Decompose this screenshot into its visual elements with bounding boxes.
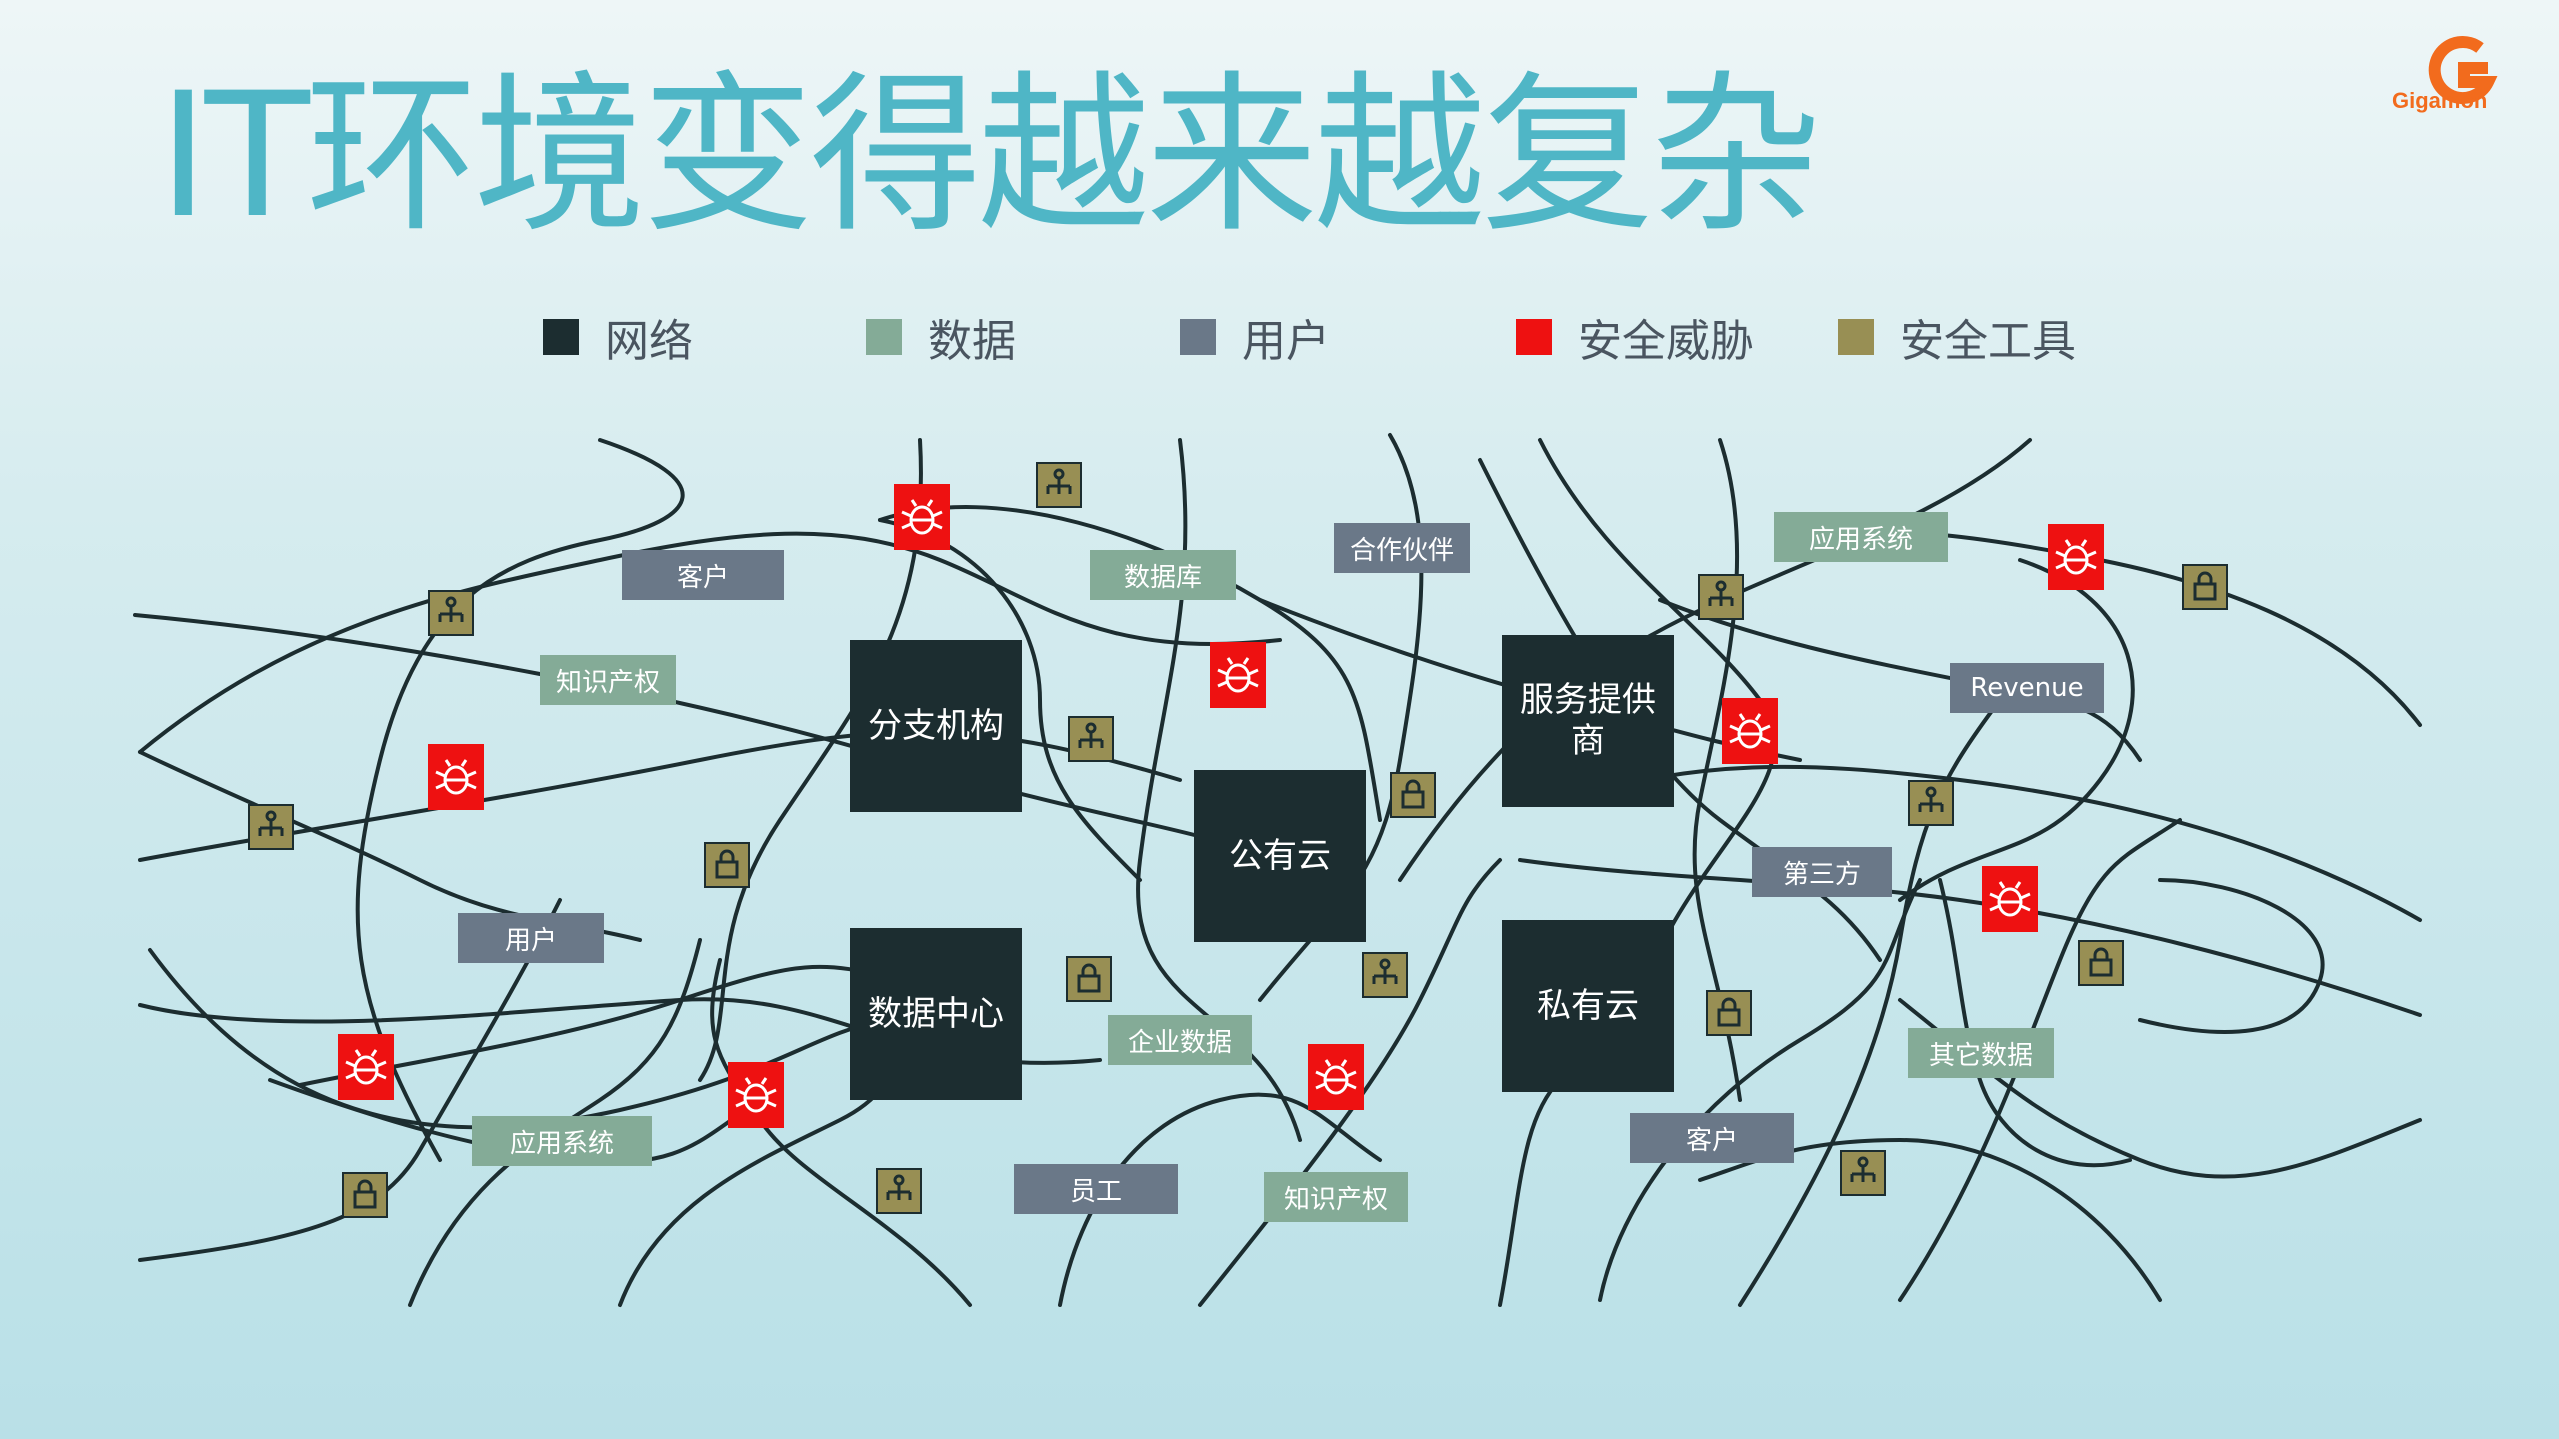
hub-private-cloud: 私有云 (1502, 920, 1674, 1092)
lock-icon (1066, 956, 1112, 1002)
bug-icon (1308, 1044, 1364, 1110)
legend-swatch (1516, 319, 1552, 355)
legend-label: 网络 (605, 316, 693, 367)
network-icon (1362, 952, 1408, 998)
legend-label: 数据 (928, 316, 1016, 367)
legend-swatch (866, 319, 902, 355)
legend-label: 安全威胁 (1578, 316, 1754, 367)
legend-label: 安全工具 (1900, 316, 2076, 367)
network-icon (1036, 462, 1082, 508)
legend-item-data: 数据 (866, 305, 1016, 369)
hub-label: 分支机构 (868, 705, 1004, 746)
network-icon (248, 804, 294, 850)
user-label-partner: 合作伙伴 (1334, 523, 1470, 573)
bug-icon (428, 744, 484, 810)
hub-label: 服务提供商 (1520, 680, 1656, 761)
legend-swatch (1180, 319, 1216, 355)
data-label-database: 数据库 (1090, 550, 1236, 600)
legend-item-users: 用户 (1180, 305, 1330, 369)
bug-icon (894, 484, 950, 550)
network-icon (1908, 780, 1954, 826)
network-icon (876, 1168, 922, 1214)
gigamon-logo (2428, 36, 2498, 104)
network-icon (1068, 716, 1114, 762)
legend-swatch (1838, 319, 1874, 355)
data-label-app-system: 应用系统 (1774, 512, 1948, 562)
user-label-customer: 客户 (1630, 1113, 1794, 1163)
legend-item-threats: 安全威胁 (1516, 305, 1754, 369)
data-label-ip: 知识产权 (540, 655, 676, 705)
bug-icon (1210, 642, 1266, 708)
data-label-app-system: 应用系统 (472, 1116, 652, 1166)
lock-icon (704, 842, 750, 888)
user-label-customer: 客户 (622, 550, 784, 600)
hub-label: 公有云 (1229, 835, 1331, 876)
lock-icon (2078, 940, 2124, 986)
bug-icon (2048, 524, 2104, 590)
hub-public-cloud: 公有云 (1194, 770, 1366, 942)
page-title: IT环境变得越来越复杂 (158, 55, 1822, 256)
network-icon (1698, 574, 1744, 620)
hub-service-provider: 服务提供商 (1502, 635, 1674, 807)
user-label-third-party: 第三方 (1752, 847, 1892, 897)
bug-icon (1722, 698, 1778, 764)
hub-data-center: 数据中心 (850, 928, 1022, 1100)
hub-label: 数据中心 (868, 993, 1004, 1034)
lock-icon (342, 1172, 388, 1218)
data-label-enterprise: 企业数据 (1108, 1015, 1252, 1065)
data-label-other: 其它数据 (1908, 1028, 2054, 1078)
bug-icon (338, 1034, 394, 1100)
lock-icon (1706, 990, 1752, 1036)
data-label-ip: 知识产权 (1264, 1172, 1408, 1222)
legend-item-tools: 安全工具 (1838, 305, 2076, 369)
legend: 网络 数据 用户 安全威胁 安全工具 (0, 305, 2559, 367)
bug-icon (728, 1062, 784, 1128)
bug-icon (1982, 866, 2038, 932)
user-label-employee: 员工 (1014, 1164, 1178, 1214)
lock-icon (1390, 772, 1436, 818)
network-icon (428, 590, 474, 636)
legend-swatch (543, 319, 579, 355)
logo-text: Gigamon (2392, 88, 2488, 113)
hub-label: 私有云 (1537, 985, 1639, 1026)
user-label-revenue: Revenue (1950, 663, 2104, 713)
legend-label: 用户 (1242, 316, 1330, 367)
lock-icon (2182, 564, 2228, 610)
hub-branch: 分支机构 (850, 640, 1022, 812)
legend-item-network: 网络 (543, 305, 693, 369)
user-label-user: 用户 (458, 913, 604, 963)
network-icon (1840, 1150, 1886, 1196)
